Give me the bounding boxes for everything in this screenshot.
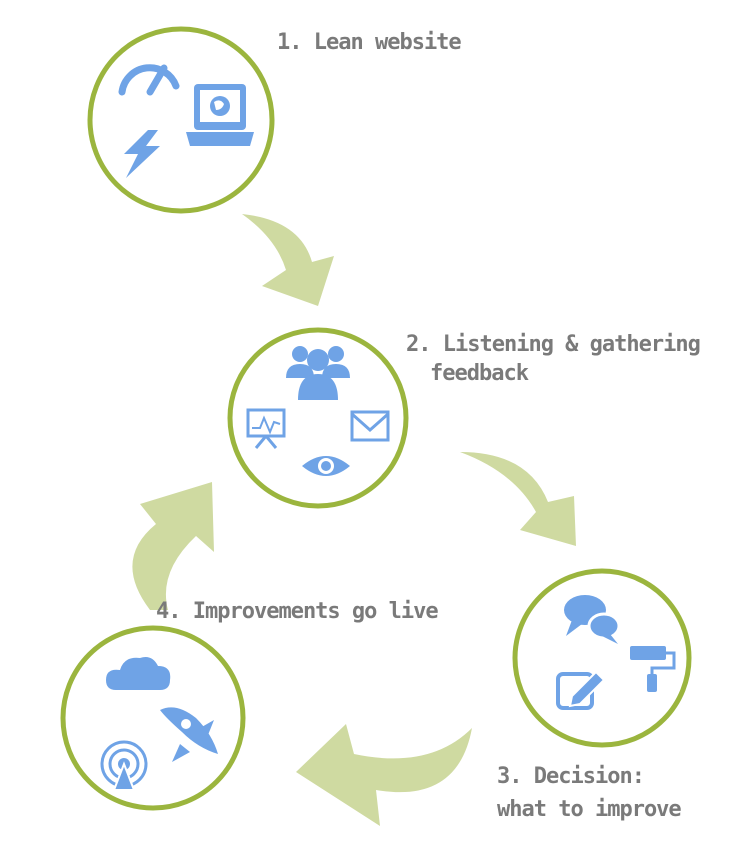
- arrow-3-to-4: [296, 724, 472, 826]
- step-1-label: 1. Lean website: [277, 30, 462, 55]
- step-4-label: 4. Improvements go live: [156, 599, 439, 624]
- edit-pencil-icon: [556, 670, 606, 710]
- step-4-label-text: 4. Improvements go live: [156, 599, 439, 624]
- broadcast-antenna-icon: [100, 740, 148, 791]
- arrow-4-to-2: [132, 482, 214, 610]
- lightning-icon: [124, 130, 160, 178]
- step-2-label-line-1: 2. Listening & gathering: [406, 332, 701, 357]
- arrow-2-to-3: [460, 452, 576, 546]
- step-3-label-line-1: 3. Decision:: [497, 764, 645, 789]
- presentation-chart-icon: [246, 408, 286, 449]
- arrow-1-to-2: [242, 214, 334, 306]
- chat-bubbles-icon: [564, 595, 621, 644]
- step-3-label: 3. Decision: what to improve: [497, 764, 682, 822]
- step-2-label: 2. Listening & gathering feedback: [406, 332, 701, 386]
- speedometer-icon: [118, 64, 180, 96]
- step-1-label-text: 1. Lean website: [277, 30, 462, 55]
- step-2-label-line-2: feedback: [430, 361, 529, 386]
- step-3-circle: [512, 568, 692, 748]
- envelope-icon: [350, 410, 390, 442]
- step-4-circle: [60, 625, 246, 811]
- paint-roller-icon: [630, 646, 676, 692]
- eye-icon: [302, 456, 350, 476]
- step-1-circle: [87, 26, 275, 214]
- users-group-icon: [286, 346, 350, 400]
- step-2-circle: [227, 327, 409, 509]
- laptop-globe-icon: [186, 84, 254, 146]
- rocket-icon: [160, 707, 218, 762]
- step-3-label-line-2: what to improve: [497, 797, 682, 822]
- cloud-icon: [106, 657, 171, 690]
